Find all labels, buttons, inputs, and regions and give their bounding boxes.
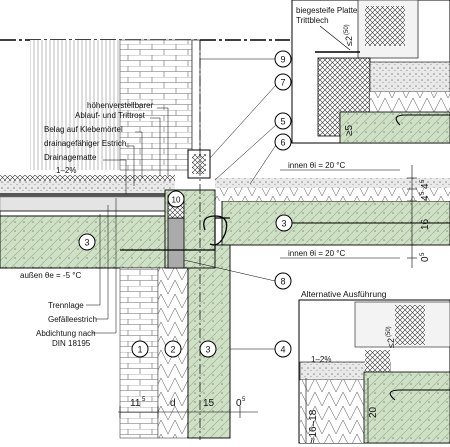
balcony-screed [0,181,175,193]
svg-text:Trittblech: Trittblech [296,16,329,25]
callout-10: 10 [167,190,185,208]
callout-3b: 3 [199,340,217,358]
climate-inside-lower: innen θi = 20 °C [288,249,345,258]
inset-top: biegesteife Platte Trittblech ≤2 (50) ≥5 [291,0,450,144]
svg-text:1–2%: 1–2% [311,355,331,364]
svg-text:5: 5 [142,397,146,403]
svg-text:5: 5 [242,397,246,403]
svg-text:7: 7 [280,78,285,88]
svg-text:0: 0 [236,398,242,409]
climate-inside-upper: innen θi = 20 °C [288,161,345,170]
svg-text:4: 4 [420,183,431,189]
svg-text:höhenverstellbarer: höhenverstellbarer [87,101,154,110]
svg-text:5: 5 [420,179,426,183]
callout-8: 8 [274,272,292,290]
callouts: 1 2 3 3 3 4 5 6 7 8 9 10 [78,50,293,358]
thermal-break [167,217,185,269]
svg-text:Belag auf Klebemörtel: Belag auf Klebemörtel [44,125,123,134]
svg-text:4: 4 [280,345,285,355]
callout-1: 1 [131,340,149,358]
callout-5: 5 [274,112,292,130]
svg-text:Alternative Ausführung: Alternative Ausführung [301,289,387,299]
svg-text:5: 5 [420,252,426,256]
callout-3a: 3 [78,233,96,251]
climate-outside: außen θe = -5 °C [20,271,81,280]
svg-text:≤2: ≤2 [386,338,396,348]
svg-text:8: 8 [280,277,285,287]
dims-right: 45 45 16 05 [407,165,431,268]
svg-text:1: 1 [137,345,142,355]
callout-6: 6 [274,133,292,151]
svg-text:d: d [170,398,176,409]
svg-text:≤2: ≤2 [344,36,354,46]
svg-text:11: 11 [130,398,141,409]
left-labels: höhenverstellbarer Ablauf- und Trittrost… [36,101,169,348]
svg-text:drainagefähiger Estrich: drainagefähiger Estrich [44,139,126,148]
drainage-mat [0,193,175,197]
svg-text:2: 2 [170,345,175,355]
svg-text:DIN 18195: DIN 18195 [52,339,91,348]
svg-text:16: 16 [420,218,431,230]
svg-text:4: 4 [420,195,431,201]
svg-text:Trennlage: Trennlage [48,301,84,310]
facade-cladding [30,40,120,170]
svg-text:Gefälleestrich: Gefälleestrich [48,315,97,324]
svg-text:Abdichtung nach: Abdichtung nach [36,329,96,338]
svg-text:1–2%: 1–2% [56,166,76,175]
svg-text:15: 15 [203,398,215,409]
svg-text:5: 5 [420,191,426,195]
callout-2: 2 [164,340,182,358]
svg-text:9: 9 [280,55,285,65]
svg-text:3: 3 [205,345,210,355]
inset-bottom: Alternative Ausführung 1–2% ≤2 (50) ≈16–… [298,289,450,444]
interior-insulation [215,188,450,201]
svg-text:20: 20 [368,406,379,418]
svg-text:3: 3 [84,238,89,248]
svg-text:0: 0 [420,256,431,262]
svg-text:10: 10 [172,196,181,205]
dims-bottom: 11 5 d 15 0 5 [118,397,258,418]
callout-3c: 3 [275,214,293,232]
svg-text:Ablauf- und Trittrost: Ablauf- und Trittrost [75,111,146,120]
svg-text:(50): (50) [386,326,392,337]
svg-text:5: 5 [280,117,285,127]
svg-text:≥5: ≥5 [344,125,355,136]
interior-screed [215,178,450,188]
svg-text:6: 6 [280,138,285,148]
svg-text:(50): (50) [344,24,350,35]
separation-layer [0,210,176,217]
callout-9: 9 [274,50,292,68]
gradient-screed [0,196,176,212]
callout-7: 7 [274,73,292,91]
svg-text:Drainagematte: Drainagematte [44,153,97,162]
svg-text:biegesteife Platte: biegesteife Platte [296,6,358,15]
balcony-covering [0,175,175,181]
svg-text:≈16–18: ≈16–18 [308,409,319,443]
upper-brick [119,39,193,171]
callout-4: 4 [274,340,292,358]
svg-text:3: 3 [281,219,286,229]
